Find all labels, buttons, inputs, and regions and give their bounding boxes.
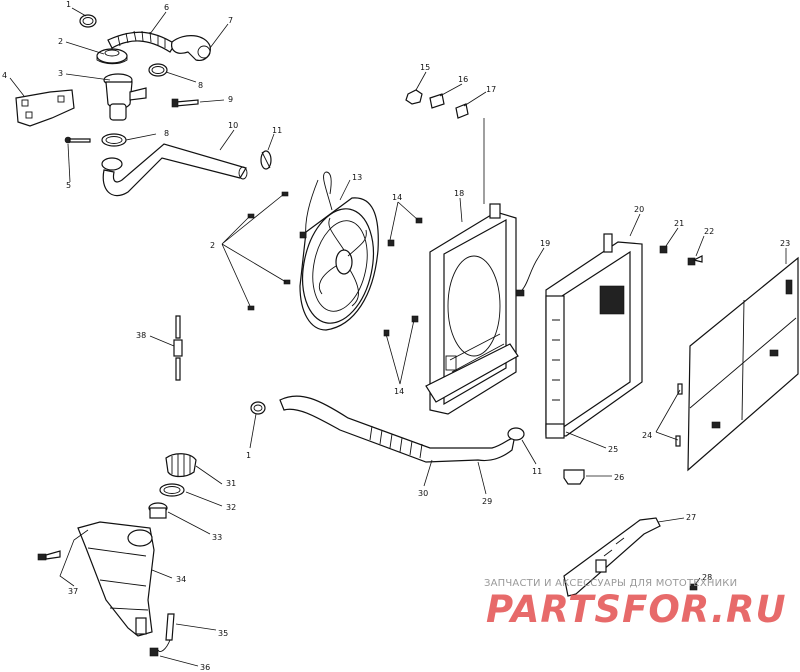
radiator-20 — [545, 233, 643, 439]
upper-hose-corrugated-6 — [107, 30, 176, 53]
clamp-36 — [149, 647, 159, 657]
callout-37: 37 — [68, 587, 78, 596]
elbow-hose-7 — [171, 35, 211, 61]
callout-16: 16 — [458, 75, 468, 84]
callout-14: 14 — [392, 193, 402, 202]
filler-neck-3 — [103, 73, 147, 121]
wire-harness-19 — [515, 257, 539, 297]
callout-13: 13 — [352, 173, 362, 182]
spacer-17 — [455, 103, 469, 119]
callout-31: 31 — [226, 479, 236, 488]
callout-28: 28 — [702, 573, 712, 582]
callout-30: 30 — [418, 489, 428, 498]
clips-2-group — [247, 191, 291, 311]
callout-26: 26 — [614, 473, 624, 482]
grommet-16 — [429, 93, 445, 109]
callout-11: 11 — [272, 126, 282, 135]
bolt-5 — [64, 136, 91, 144]
gasket-32 — [159, 483, 185, 497]
watermark-caption: ЗАПЧАСТИ И АКСЕССУАРЫ ДЛЯ МОТОТЕХНИКИ — [484, 578, 738, 589]
callout-20: 20 — [634, 205, 644, 214]
leader-lines — [9, 7, 787, 667]
callout-2: 2 — [58, 37, 63, 46]
callout-24: 24 — [642, 431, 652, 440]
coolant-hose-10 — [101, 143, 248, 197]
callout-11: 11 — [532, 467, 542, 476]
callout-15: 15 — [420, 63, 430, 72]
screw-9 — [171, 98, 199, 108]
callout-19: 19 — [540, 239, 550, 248]
screw-37 — [37, 550, 61, 561]
callout-32: 32 — [226, 503, 236, 512]
overflow-bottle-34 — [77, 521, 155, 637]
hose-clamp-1-lower — [250, 401, 266, 415]
mounting-bracket-4 — [15, 89, 75, 127]
callout-23: 23 — [780, 239, 790, 248]
watermark: ЗАПЧАСТИ И АКСЕССУАРЫ ДЛЯ МОТОТЕХНИКИ PA… — [484, 578, 794, 668]
callout-6: 6 — [164, 3, 169, 12]
cooling-fan-13 — [299, 171, 379, 331]
bolt-28 — [689, 583, 698, 591]
callout-1: 1 — [246, 451, 251, 460]
vent-hose-35 — [157, 613, 175, 652]
radiator-cap-2 — [96, 48, 128, 65]
callout-21: 21 — [674, 219, 684, 228]
drain-plug-26 — [563, 469, 585, 485]
callout-5: 5 — [66, 181, 71, 190]
callout-18: 18 — [454, 189, 464, 198]
callout-36: 36 — [200, 663, 210, 672]
callout-27: 27 — [686, 513, 696, 522]
callout-17: 17 — [486, 85, 496, 94]
clips-14-upper — [387, 217, 423, 247]
callout-1: 1 — [66, 0, 71, 9]
callout-4: 4 — [2, 71, 7, 80]
callout-3: 3 — [58, 69, 63, 78]
screw-22 — [687, 255, 703, 266]
callout-7: 7 — [228, 16, 233, 25]
callout-35: 35 — [218, 629, 228, 638]
hose-clamp-8-lower — [101, 133, 127, 147]
hose-clamp-11-top — [260, 150, 272, 170]
callout-9: 9 — [228, 95, 233, 104]
callout-8: 8 — [164, 129, 169, 138]
mount-bracket-27 — [563, 517, 661, 597]
callout-8: 8 — [198, 81, 203, 90]
hose-clamp-1-top — [79, 14, 97, 28]
cap-31 — [165, 453, 197, 478]
sensor-38 — [173, 315, 183, 381]
callout-29: 29 — [482, 497, 492, 506]
callout-25: 25 — [608, 445, 618, 454]
callout-33: 33 — [212, 533, 222, 542]
hose-clamp-8-top — [148, 63, 168, 77]
hose-clamp-11-lower — [507, 427, 525, 441]
fitting-33 — [148, 502, 168, 519]
callout-14: 14 — [394, 387, 404, 396]
lower-hose-30 — [279, 395, 515, 463]
fan-shroud-18 — [425, 203, 519, 415]
screen-panel-23 — [687, 256, 799, 472]
watermark-logo: PARTSFOR.RU — [486, 588, 787, 631]
callout-34: 34 — [176, 575, 186, 584]
callout-22: 22 — [704, 227, 714, 236]
nut-21 — [659, 245, 668, 254]
callout-10: 10 — [228, 121, 238, 130]
nut-15 — [405, 89, 423, 105]
callout-38: 38 — [136, 331, 146, 340]
callout-2: 2 — [210, 241, 215, 250]
brackets-24 — [675, 383, 683, 447]
